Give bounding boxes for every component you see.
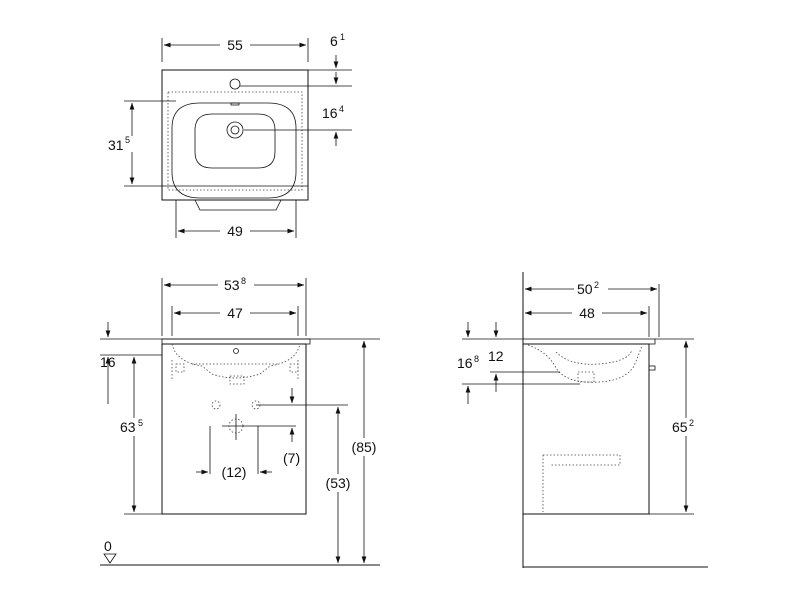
dim-side-depth-sup: 2 [594,280,599,290]
floor-marker [103,553,117,564]
dim-front-outer-label: 53 [224,277,240,293]
top-view-outline [161,69,309,201]
side-drawer-rail [542,454,621,512]
top-view: 55 6 1 16 4 31 5 49 [106,32,352,240]
side-cabinet [522,343,650,515]
front-view-bracket-left [171,360,185,380]
dim-side-height-sup: 2 [689,418,694,428]
dim-top-tap-label: 16 [322,105,338,121]
front-view-bracket-right [289,360,299,380]
dim-top-offset-sup: 1 [340,32,345,42]
dim-side-basin-inner-label: 12 [488,348,504,364]
top-view-drain-outer [226,121,244,139]
top-view-dotted-cabinet [167,91,303,191]
front-view-basin [171,343,301,379]
dim-front-drain-spacing-label: (12) [222,464,247,480]
dim-front-outer-sup: 8 [241,276,246,286]
dim-front-height-label: 63 [120,419,136,435]
side-siphon [577,371,595,383]
front-view-connector-left [211,400,221,410]
dim-top-depth-label: 31 [108,137,124,153]
side-countertop [522,338,656,345]
dim-front-drain-height-label: (53) [326,475,351,491]
dim-side-depth-label: 50 [577,281,593,297]
dim-side-basin-sup: 8 [474,354,479,364]
dim-side-basin-label: 16 [457,355,473,371]
top-view-handle [194,199,282,211]
dim-top-width-label: 55 [227,37,243,53]
front-view: 53 8 47 16 63 5 (7) (12) (53) (85) 0 [100,276,384,566]
top-view-basin-outer [171,102,297,199]
top-view-tap-hole [229,78,241,90]
side-handle [648,365,656,371]
front-view-tap [233,348,239,354]
floor-label: 0 [104,538,112,554]
front-view-cabinet [161,343,307,515]
front-view-siphon [229,375,245,385]
side-basin [527,344,643,383]
side-view: 50 2 48 16 8 12 65 2 [457,272,708,568]
dim-top-offset-label: 6 [330,33,338,49]
top-view-drain-inner [230,125,240,135]
top-view-overflow [230,102,240,106]
dim-front-drain-offset-label: (7) [283,450,300,466]
dim-front-inner-label: 47 [227,305,243,321]
dim-top-basin-width-label: 49 [227,223,243,239]
front-view-countertop [161,338,311,345]
dim-front-total-height-label: (85) [352,439,377,455]
top-view-basin-inner [194,113,276,169]
side-basin-inner [555,349,633,365]
dim-front-height-sup: 5 [138,418,143,428]
dim-side-height-label: 65 [672,419,688,435]
dim-top-tap-sup: 4 [339,104,344,114]
dim-side-inner-label: 48 [579,305,595,321]
dim-top-depth-sup: 5 [125,135,130,145]
dim-front-rim-label: 16 [100,354,116,370]
